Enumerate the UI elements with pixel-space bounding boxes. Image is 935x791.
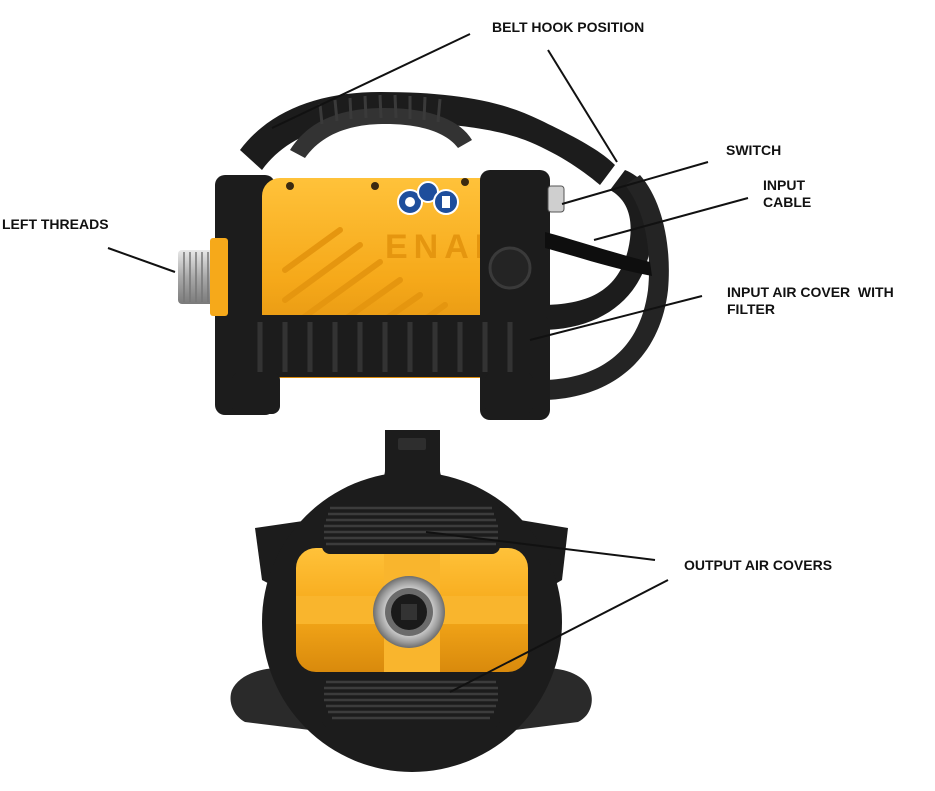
motor-side-view: ENAR <box>178 92 669 420</box>
output-air-cover-top <box>322 502 500 554</box>
base-grip-ribs <box>257 322 513 372</box>
label-input-air-cover-line2: FILTER <box>727 301 775 317</box>
input-air-cover <box>488 246 532 290</box>
leader-lines <box>107 33 749 693</box>
label-input-air-cover: INPUT AIR COVER WITH FILTER <box>727 284 894 318</box>
motor-end-view <box>230 430 592 772</box>
thread-collar <box>210 238 228 316</box>
label-input-cable-line2: CABLE <box>763 194 812 210</box>
switch-button <box>547 185 565 213</box>
leader-input-air-cover <box>529 295 703 341</box>
input-cable <box>545 232 652 276</box>
leader-output-air-bottom <box>449 579 669 693</box>
leader-belt-hook-right <box>547 49 618 163</box>
top-handle-ribs <box>318 94 442 125</box>
leader-input-cable <box>593 197 749 241</box>
shaft-square <box>401 604 417 620</box>
label-input-cable: INPUT CABLE <box>763 177 811 211</box>
top-carry-handle <box>240 92 615 185</box>
housing-screws <box>286 178 469 190</box>
label-input-air-cover-line1: INPUT AIR COVER WITH <box>727 284 894 300</box>
thread-lines <box>183 252 209 302</box>
foot-left <box>232 372 280 414</box>
top-lug-slot <box>398 438 426 450</box>
leader-output-air-top <box>425 531 656 561</box>
safety-badge <box>397 181 459 215</box>
leader-switch <box>561 161 709 205</box>
label-switch: SWITCH <box>726 142 782 158</box>
label-output-air-covers: OUTPUT AIR COVERS <box>684 557 833 573</box>
label-input-cable-line1: INPUT <box>763 177 805 193</box>
rear-handle-grip <box>540 175 669 400</box>
bottom-cover-slats <box>324 680 498 720</box>
label-belt-hook-position: BELT HOOK POSITION <box>492 19 645 35</box>
foot-right <box>485 372 533 414</box>
leader-belt-hook-left <box>271 33 471 129</box>
leader-left-threads <box>107 247 176 273</box>
rear-handle <box>540 170 654 330</box>
label-left-threads: LEFT THREADS <box>2 216 109 232</box>
